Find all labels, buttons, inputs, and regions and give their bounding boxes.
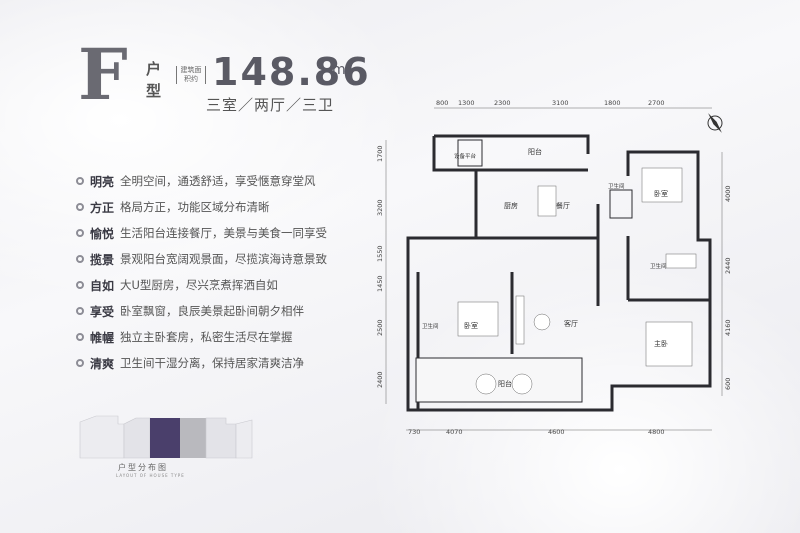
room-bath2: 卫生间 [650,262,667,270]
feature-item: 享受卧室飘窗，良辰美景起卧间朝夕相伴 [76,298,366,324]
distribution-caption-en: LAYOUT OF HOUSE TYPE [116,473,185,478]
distribution-caption: 户型分布图 [118,463,168,472]
room-bedroom1: 卧室 [654,189,668,198]
feature-item: 自如大U型厨房，尽兴烹煮挥洒自如 [76,272,366,298]
compass-icon [707,113,723,133]
feature-item: 方正格局方正，功能区域分布清晰 [76,194,366,220]
walls [406,134,712,412]
feature-list: 明亮全明空间，通透舒适，享受惬意穿堂风 方正格局方正，功能区域分布清晰 愉悦生活… [76,168,366,376]
svg-text:600: 600 [724,378,732,390]
svg-text:4600: 4600 [548,428,565,436]
room-dining: 餐厅 [556,201,570,210]
layout-summary: 三室／两厅／三卫 [206,96,335,114]
bullet-icon [76,203,84,211]
area-label: 建筑面积约 [176,66,206,84]
room-bath1: 卫生间 [608,182,625,190]
room-balcony-top: 阳台 [528,147,542,156]
room-bedroom2: 卧室 [464,321,478,330]
svg-text:2700: 2700 [648,99,665,107]
svg-text:3200: 3200 [376,199,384,216]
room-living: 客厅 [564,319,578,328]
svg-text:730: 730 [408,428,420,436]
svg-text:1550: 1550 [376,245,384,262]
area-unit: m² [332,62,352,78]
bullet-icon [76,177,84,185]
unit-letter: F [78,33,128,116]
bottom-dimensions: 730 4070 4600 4800 [408,428,665,436]
room-bath3: 卫生间 [422,322,439,330]
svg-text:3100: 3100 [552,99,569,107]
distribution-map [79,415,253,459]
room-equipment: 设备平台 [454,152,477,160]
room-kitchen: 厨房 [504,201,518,210]
top-dimensions: 800 1300 2300 3100 1800 2700 [436,99,665,107]
unit-type-label: 户型 [146,60,162,100]
bullet-icon [76,255,84,263]
svg-text:2500: 2500 [376,319,384,336]
svg-text:2440: 2440 [724,257,732,274]
furniture [457,167,697,395]
highlighted-unit [150,418,180,458]
area-value: 148.86 [212,50,371,94]
feature-item: 愉悦生活阳台连接餐厅，美景与美食一同享受 [76,220,366,246]
bullet-icon [76,333,84,341]
room-balcony-bottom: 阳台 [498,379,512,388]
bullet-icon [76,307,84,315]
floor-plan: 800 1300 2300 3100 1800 2700 730 4070 46… [376,99,732,436]
svg-text:2400: 2400 [376,371,384,388]
feature-item: 明亮全明空间，通透舒适，享受惬意穿堂风 [76,168,366,194]
svg-text:4800: 4800 [648,428,665,436]
left-dimensions: 1700 3200 1550 1450 2500 2400 [376,145,384,388]
svg-text:4160: 4160 [724,319,732,336]
adjacent-unit [180,418,206,458]
feature-item: 清爽卫生间干湿分离，保持居家清爽洁净 [76,350,366,376]
svg-text:1300: 1300 [458,99,475,107]
svg-text:800: 800 [436,99,448,107]
feature-item: 揽景景观阳台宽阔观景面，尽揽滨海诗意景致 [76,246,366,272]
svg-text:1800: 1800 [604,99,621,107]
bullet-icon [76,281,84,289]
room-master: 主卧 [654,339,668,348]
bullet-icon [76,359,84,367]
svg-text:4000: 4000 [724,185,732,202]
right-dimensions: 4000 2440 4160 600 [724,185,732,390]
bullet-icon [76,229,84,237]
svg-text:4070: 4070 [446,428,463,436]
svg-text:2300: 2300 [494,99,511,107]
feature-item: 帷幄独立主卧套房，私密生活尽在掌握 [76,324,366,350]
svg-text:1700: 1700 [376,145,384,162]
svg-text:1450: 1450 [376,275,384,292]
